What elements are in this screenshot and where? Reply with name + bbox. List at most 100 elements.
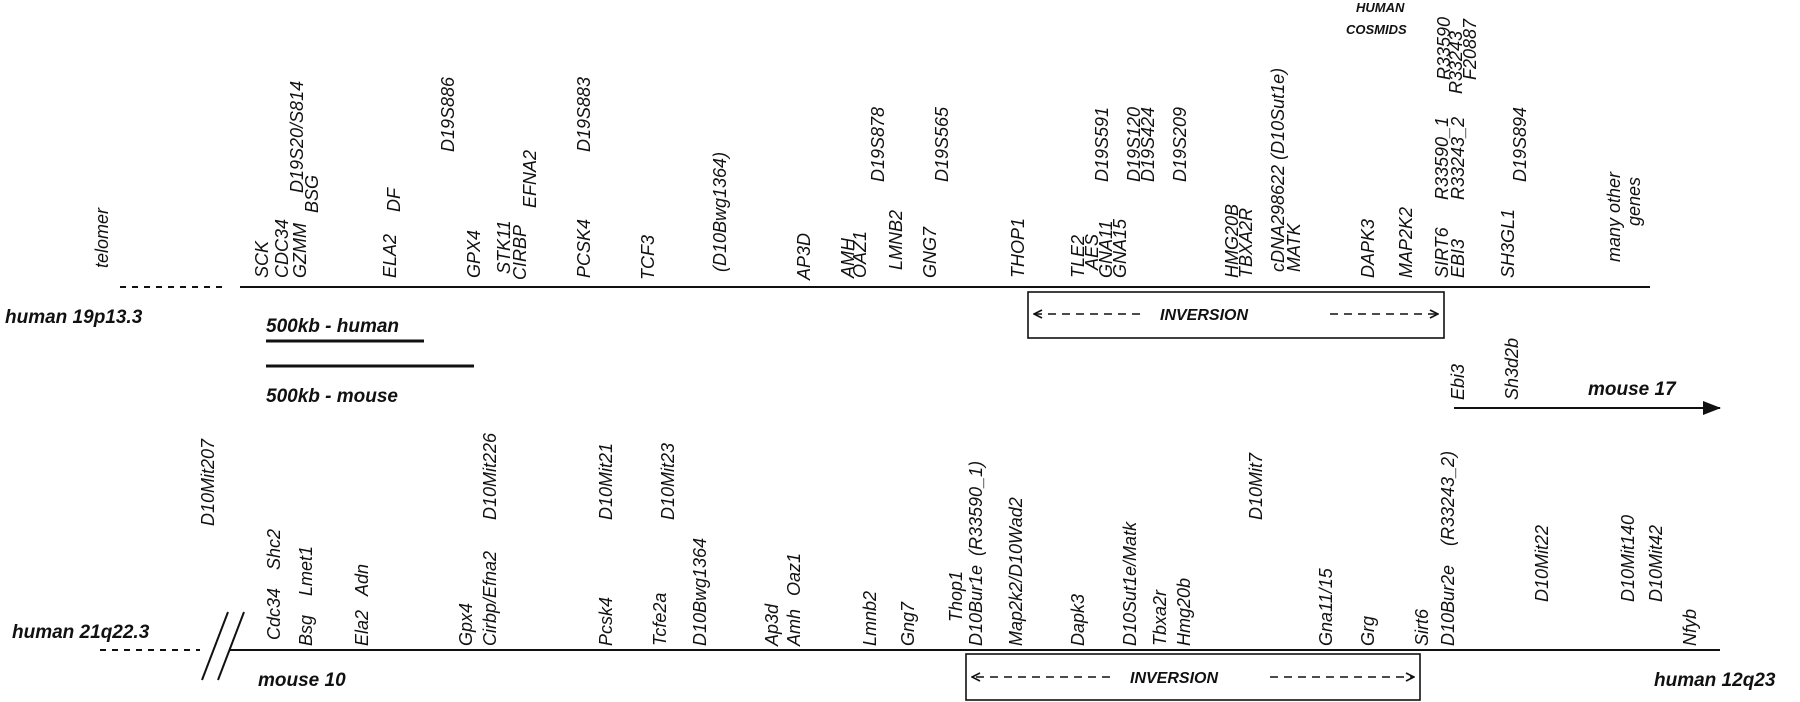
gene-label: D10Sut1e/Matk bbox=[1120, 521, 1140, 646]
gene-label: GNA11 bbox=[1096, 220, 1116, 278]
gene-label: D10Mit22 bbox=[1532, 525, 1552, 602]
bottom-inversion-box bbox=[965, 653, 1421, 701]
gene-label: (R33590_1) bbox=[966, 461, 986, 556]
gene-label: D10Mit140 bbox=[1618, 515, 1638, 602]
gene-label: TLE2 bbox=[1068, 235, 1088, 278]
gene-label: D10Mit7 bbox=[1246, 452, 1266, 520]
gene-label: GZMM bbox=[290, 223, 310, 278]
gene-label: cDNA298622 (D10Sut1e) bbox=[1268, 68, 1288, 272]
top-inversion-label: INVERSION bbox=[1160, 307, 1248, 324]
gene-label: Ap3d bbox=[762, 603, 782, 647]
gene-label: D10Bur1e bbox=[966, 565, 986, 646]
gene-label: Gpx4 bbox=[456, 603, 476, 646]
gene-label: CIRBP bbox=[510, 225, 530, 280]
gene-label: D10Mit42 bbox=[1646, 525, 1666, 602]
gene-label: Cirbp/Efna2 bbox=[480, 551, 500, 646]
gene-label: MATK bbox=[1284, 222, 1304, 272]
gene-label: CDC34 bbox=[272, 219, 292, 278]
gene-label: D10Mit207 bbox=[198, 438, 218, 526]
break-mark bbox=[217, 611, 245, 681]
gene-label: SH3GL1 bbox=[1498, 209, 1518, 278]
gene-label: DAPK3 bbox=[1358, 219, 1378, 278]
gene-label: D19S591 bbox=[1092, 107, 1112, 182]
gene-label: D19S886 bbox=[438, 76, 458, 152]
human12q23-label: human 12q23 bbox=[1654, 670, 1776, 691]
sh3d2b-label: Sh3d2b bbox=[1502, 338, 1522, 400]
gene-label: HMG20B bbox=[1222, 204, 1242, 278]
many-other-genes-label: genes bbox=[1624, 177, 1644, 226]
gene-label: EBI3 bbox=[1448, 239, 1468, 278]
gene-label: Hmg20b bbox=[1174, 578, 1194, 646]
ebi3-label: Ebi3 bbox=[1448, 364, 1468, 400]
gene-label: D10Mit21 bbox=[596, 443, 616, 520]
gene-label: MAP2K2 bbox=[1396, 207, 1416, 278]
gene-label: D19S883 bbox=[574, 77, 594, 152]
gene-label: AES bbox=[1082, 234, 1102, 271]
gene-label: (R33243_2) bbox=[1438, 451, 1458, 546]
gene-label: STK11 bbox=[494, 220, 514, 274]
bottom-chrom-label: human 21q22.3 bbox=[12, 622, 150, 643]
gene-label: AP3D bbox=[794, 233, 814, 281]
gene-label: D19S20/S814 bbox=[287, 81, 307, 193]
gene-label: Gna11/15 bbox=[1316, 567, 1336, 646]
gene-label: D19S894 bbox=[1510, 107, 1530, 182]
gene-label: Bsg bbox=[296, 615, 316, 646]
gene-label: F20887 bbox=[1460, 18, 1480, 80]
gene-label: D19S565 bbox=[932, 106, 952, 182]
gene-label: THOP1 bbox=[1008, 218, 1028, 278]
gene-label: DF bbox=[384, 187, 404, 212]
gene-label: D19S209 bbox=[1170, 107, 1190, 182]
gene-label: Adn bbox=[352, 564, 372, 597]
gene-label: EFNA2 bbox=[520, 150, 540, 208]
scale-mouse-label: 500kb - mouse bbox=[266, 386, 398, 407]
gene-label: Cdc34 bbox=[264, 588, 284, 640]
gene-label: SCK bbox=[252, 240, 272, 278]
many-other-genes-label: many other bbox=[1604, 171, 1624, 262]
gene-label: ELA2 bbox=[380, 234, 400, 278]
gene-label: AMH bbox=[838, 237, 858, 279]
gene-label: R33590_1 bbox=[1432, 117, 1452, 200]
gene-label: Gng7 bbox=[898, 601, 918, 646]
gene-label: D10Bur2e bbox=[1438, 565, 1458, 646]
gene-label: R33243 bbox=[1446, 31, 1466, 94]
telomer-label: telomer bbox=[92, 207, 112, 268]
gene-label: D10Mit226 bbox=[480, 432, 500, 520]
gene-label: D10Mit23 bbox=[658, 443, 678, 520]
gene-label: TBXA2R bbox=[1236, 208, 1256, 278]
gene-label: Shc2 bbox=[264, 529, 284, 570]
gene-label: D10Bwg1364 bbox=[690, 538, 710, 646]
gene-label: Tcfe2a bbox=[650, 593, 670, 646]
gene-label: Lmnb2 bbox=[860, 591, 880, 646]
gene-label: Dapk3 bbox=[1068, 594, 1088, 646]
top-chrom-label: human 19p13.3 bbox=[5, 307, 143, 328]
mouse10-label: mouse 10 bbox=[258, 670, 346, 691]
gene-label: GNG7 bbox=[920, 226, 940, 278]
gene-label: Ela2 bbox=[352, 610, 372, 646]
gene-label: D19S878 bbox=[868, 107, 888, 182]
gene-label: R33590 bbox=[1434, 17, 1454, 80]
gene-label: R33243_2 bbox=[1448, 117, 1468, 200]
gene-label: D19S424 bbox=[1138, 107, 1158, 182]
gene-label: (D10Bwg1364) bbox=[710, 152, 730, 272]
cosmids-label: COSMIDS bbox=[1346, 22, 1407, 37]
gene-label: GNA15 bbox=[1110, 218, 1130, 278]
gene-label: SIRT6 bbox=[1432, 226, 1452, 278]
gene-label: Thop1 bbox=[946, 571, 966, 622]
gene-label: Nfyb bbox=[1680, 609, 1700, 646]
gene-label: PCSK4 bbox=[574, 219, 594, 278]
bottom-inversion-label: INVERSION bbox=[1130, 670, 1218, 687]
gene-label: Tbxa2r bbox=[1150, 589, 1170, 646]
gene-label: GPX4 bbox=[464, 230, 484, 278]
gene-label: Amh bbox=[784, 609, 804, 647]
gene-label: D19S120 bbox=[1124, 107, 1144, 182]
scale-human-label: 500kb - human bbox=[266, 316, 399, 337]
cosmids-label: HUMAN bbox=[1356, 0, 1405, 15]
gene-label: TCF3 bbox=[638, 235, 658, 280]
top-inversion-box bbox=[1027, 291, 1445, 339]
gene-label: Map2k2/D10Wad2 bbox=[1006, 497, 1026, 646]
gene-label: Grg bbox=[1358, 616, 1378, 646]
gene-label: Sirt6 bbox=[1412, 608, 1432, 646]
gene-label: BSG bbox=[302, 175, 322, 213]
mouse17-label: mouse 17 bbox=[1588, 379, 1677, 400]
